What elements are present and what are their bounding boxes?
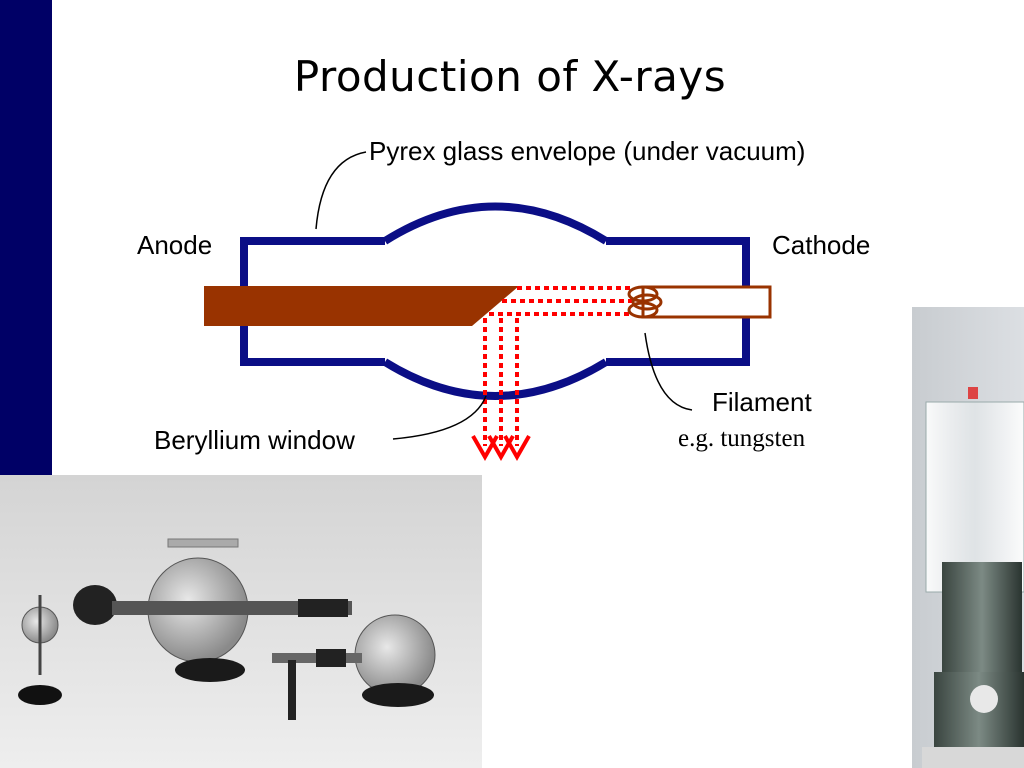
glass-envelope-bottom-bulge	[382, 358, 609, 400]
filament-leader	[644, 332, 693, 411]
historical-tubes-illustration	[0, 475, 482, 768]
cathode-label: Cathode	[772, 230, 871, 260]
anode-rod	[204, 286, 519, 326]
xray-beam	[483, 318, 519, 446]
modern-xray-tube-photo	[912, 307, 1024, 768]
glass-envelope-top-bulge	[382, 202, 609, 245]
window-label: Beryllium window	[154, 425, 355, 455]
filament-coil	[627, 285, 663, 319]
filament-label: Filament	[712, 387, 812, 417]
cathode-housing	[641, 285, 772, 319]
xray-arrowheads	[471, 435, 531, 462]
modern-tube-illustration	[912, 307, 1024, 768]
filament-example-label: e.g. tungsten	[678, 425, 806, 452]
window-leader	[392, 395, 487, 440]
envelope-leader	[315, 151, 367, 230]
slide-title: Production of X-rays	[293, 52, 727, 101]
historical-xray-tubes-photo	[0, 475, 482, 768]
anode-label: Anode	[137, 230, 213, 260]
envelope-label: Pyrex glass envelope (under vacuum)	[369, 136, 806, 166]
electron-beam	[489, 286, 633, 316]
